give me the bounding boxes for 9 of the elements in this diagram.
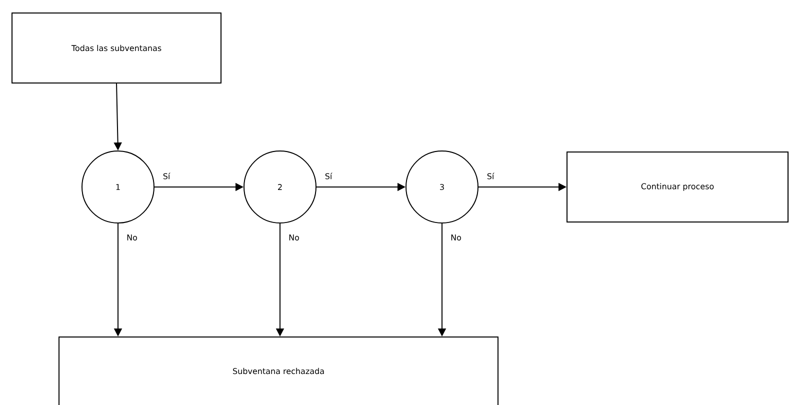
edge-label: No [288,234,300,242]
process-box: Continuar proceso [566,152,788,222]
edge-label: No [126,234,138,242]
process-box: Todas las subventanas [12,12,222,84]
edge-label: Sí [324,172,334,180]
edge-label: Sí [162,172,172,180]
process-box: Subventana rechazada [58,336,498,405]
edge-label: No [450,234,462,242]
edge-label: Sí [486,172,496,180]
